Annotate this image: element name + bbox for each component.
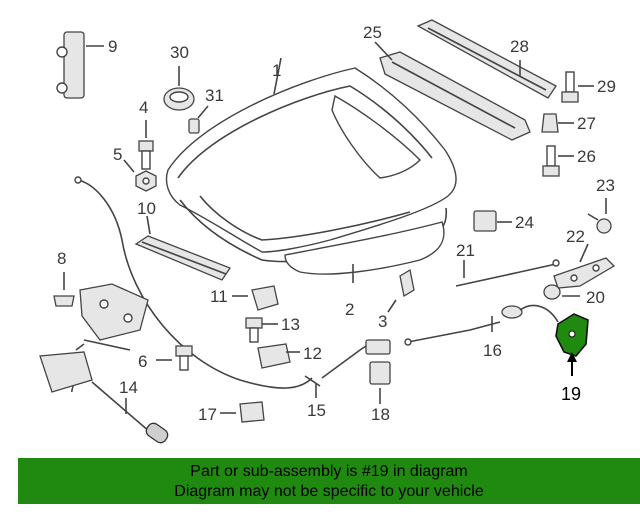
- part-30-pad: [163, 66, 195, 111]
- part-11-clip: [232, 285, 279, 311]
- part-5-nut: [123, 159, 157, 192]
- callout-31: 31: [205, 86, 224, 105]
- callout-12: 12: [303, 344, 322, 363]
- part-7-bracket: [75, 283, 149, 351]
- callout-16: 16: [483, 341, 502, 360]
- part-3-bumper: [387, 268, 415, 313]
- part-19-latch: [555, 313, 589, 376]
- part-2-insulation: [284, 221, 445, 283]
- callout-17: 17: [198, 405, 217, 424]
- callout-22: 22: [566, 227, 585, 246]
- part-22-hinge: [553, 243, 616, 289]
- part-24-block: [473, 210, 512, 232]
- callout-21: 21: [456, 241, 475, 260]
- callout-28: 28: [510, 37, 529, 56]
- callout-5: 5: [113, 145, 122, 164]
- part-25-grille: [374, 41, 531, 141]
- callout-24: 24: [515, 213, 534, 232]
- banner-line-1: Part or sub-assembly is #19 in diagram: [190, 463, 468, 480]
- callout-3: 3: [378, 312, 387, 331]
- callout-1: 1: [272, 61, 281, 80]
- part-17-clip: [220, 401, 265, 423]
- callout-4: 4: [139, 98, 148, 117]
- callout-20: 20: [586, 288, 605, 307]
- part-10-seal: [134, 215, 231, 281]
- part-14-handle: [39, 351, 169, 444]
- callout-11: 11: [210, 287, 228, 306]
- callout-25: 25: [363, 23, 382, 42]
- callout-9: 9: [108, 37, 117, 56]
- callout-15: 15: [307, 401, 326, 420]
- callout-30: 30: [170, 43, 189, 62]
- banner-line-2: Diagram may not be specific to your vehi…: [174, 483, 484, 500]
- callout-6: 6: [138, 352, 147, 371]
- part-20-grommet: [543, 284, 580, 300]
- callout-27: 27: [577, 114, 596, 133]
- callout-29: 29: [597, 77, 616, 96]
- part-12-bracket: [257, 343, 300, 369]
- callout-14: 14: [119, 378, 138, 397]
- part-4-bolt: [138, 120, 154, 170]
- callout-18: 18: [371, 405, 390, 424]
- callout-23: 23: [596, 176, 615, 195]
- callout-8: 8: [57, 249, 66, 268]
- part-23-pin: [587, 198, 612, 234]
- part-13-bolt: [245, 317, 278, 343]
- part-8-grommet: [53, 272, 75, 307]
- release-cable: [74, 176, 559, 398]
- callout-7: 7: [68, 377, 77, 396]
- notice-banner: Part or sub-assembly is #19 in diagram D…: [18, 458, 640, 504]
- callout-10: 10: [137, 199, 156, 218]
- part-31-clip: [188, 105, 209, 134]
- part-21-strut: [455, 259, 560, 287]
- part-27-clip: [541, 113, 574, 133]
- callout-13: 13: [281, 315, 300, 334]
- callout-26: 26: [577, 147, 596, 166]
- part-1-hood: [165, 57, 457, 263]
- part-9-bracket: [56, 31, 104, 99]
- part-29-bolt: [561, 71, 594, 103]
- callout-19: 19: [561, 384, 581, 404]
- callout-2: 2: [345, 300, 354, 319]
- part-6-screw: [156, 345, 193, 371]
- part-18-clip: [369, 361, 391, 404]
- part-26-stud: [542, 145, 574, 177]
- part-28-trim: [416, 19, 557, 99]
